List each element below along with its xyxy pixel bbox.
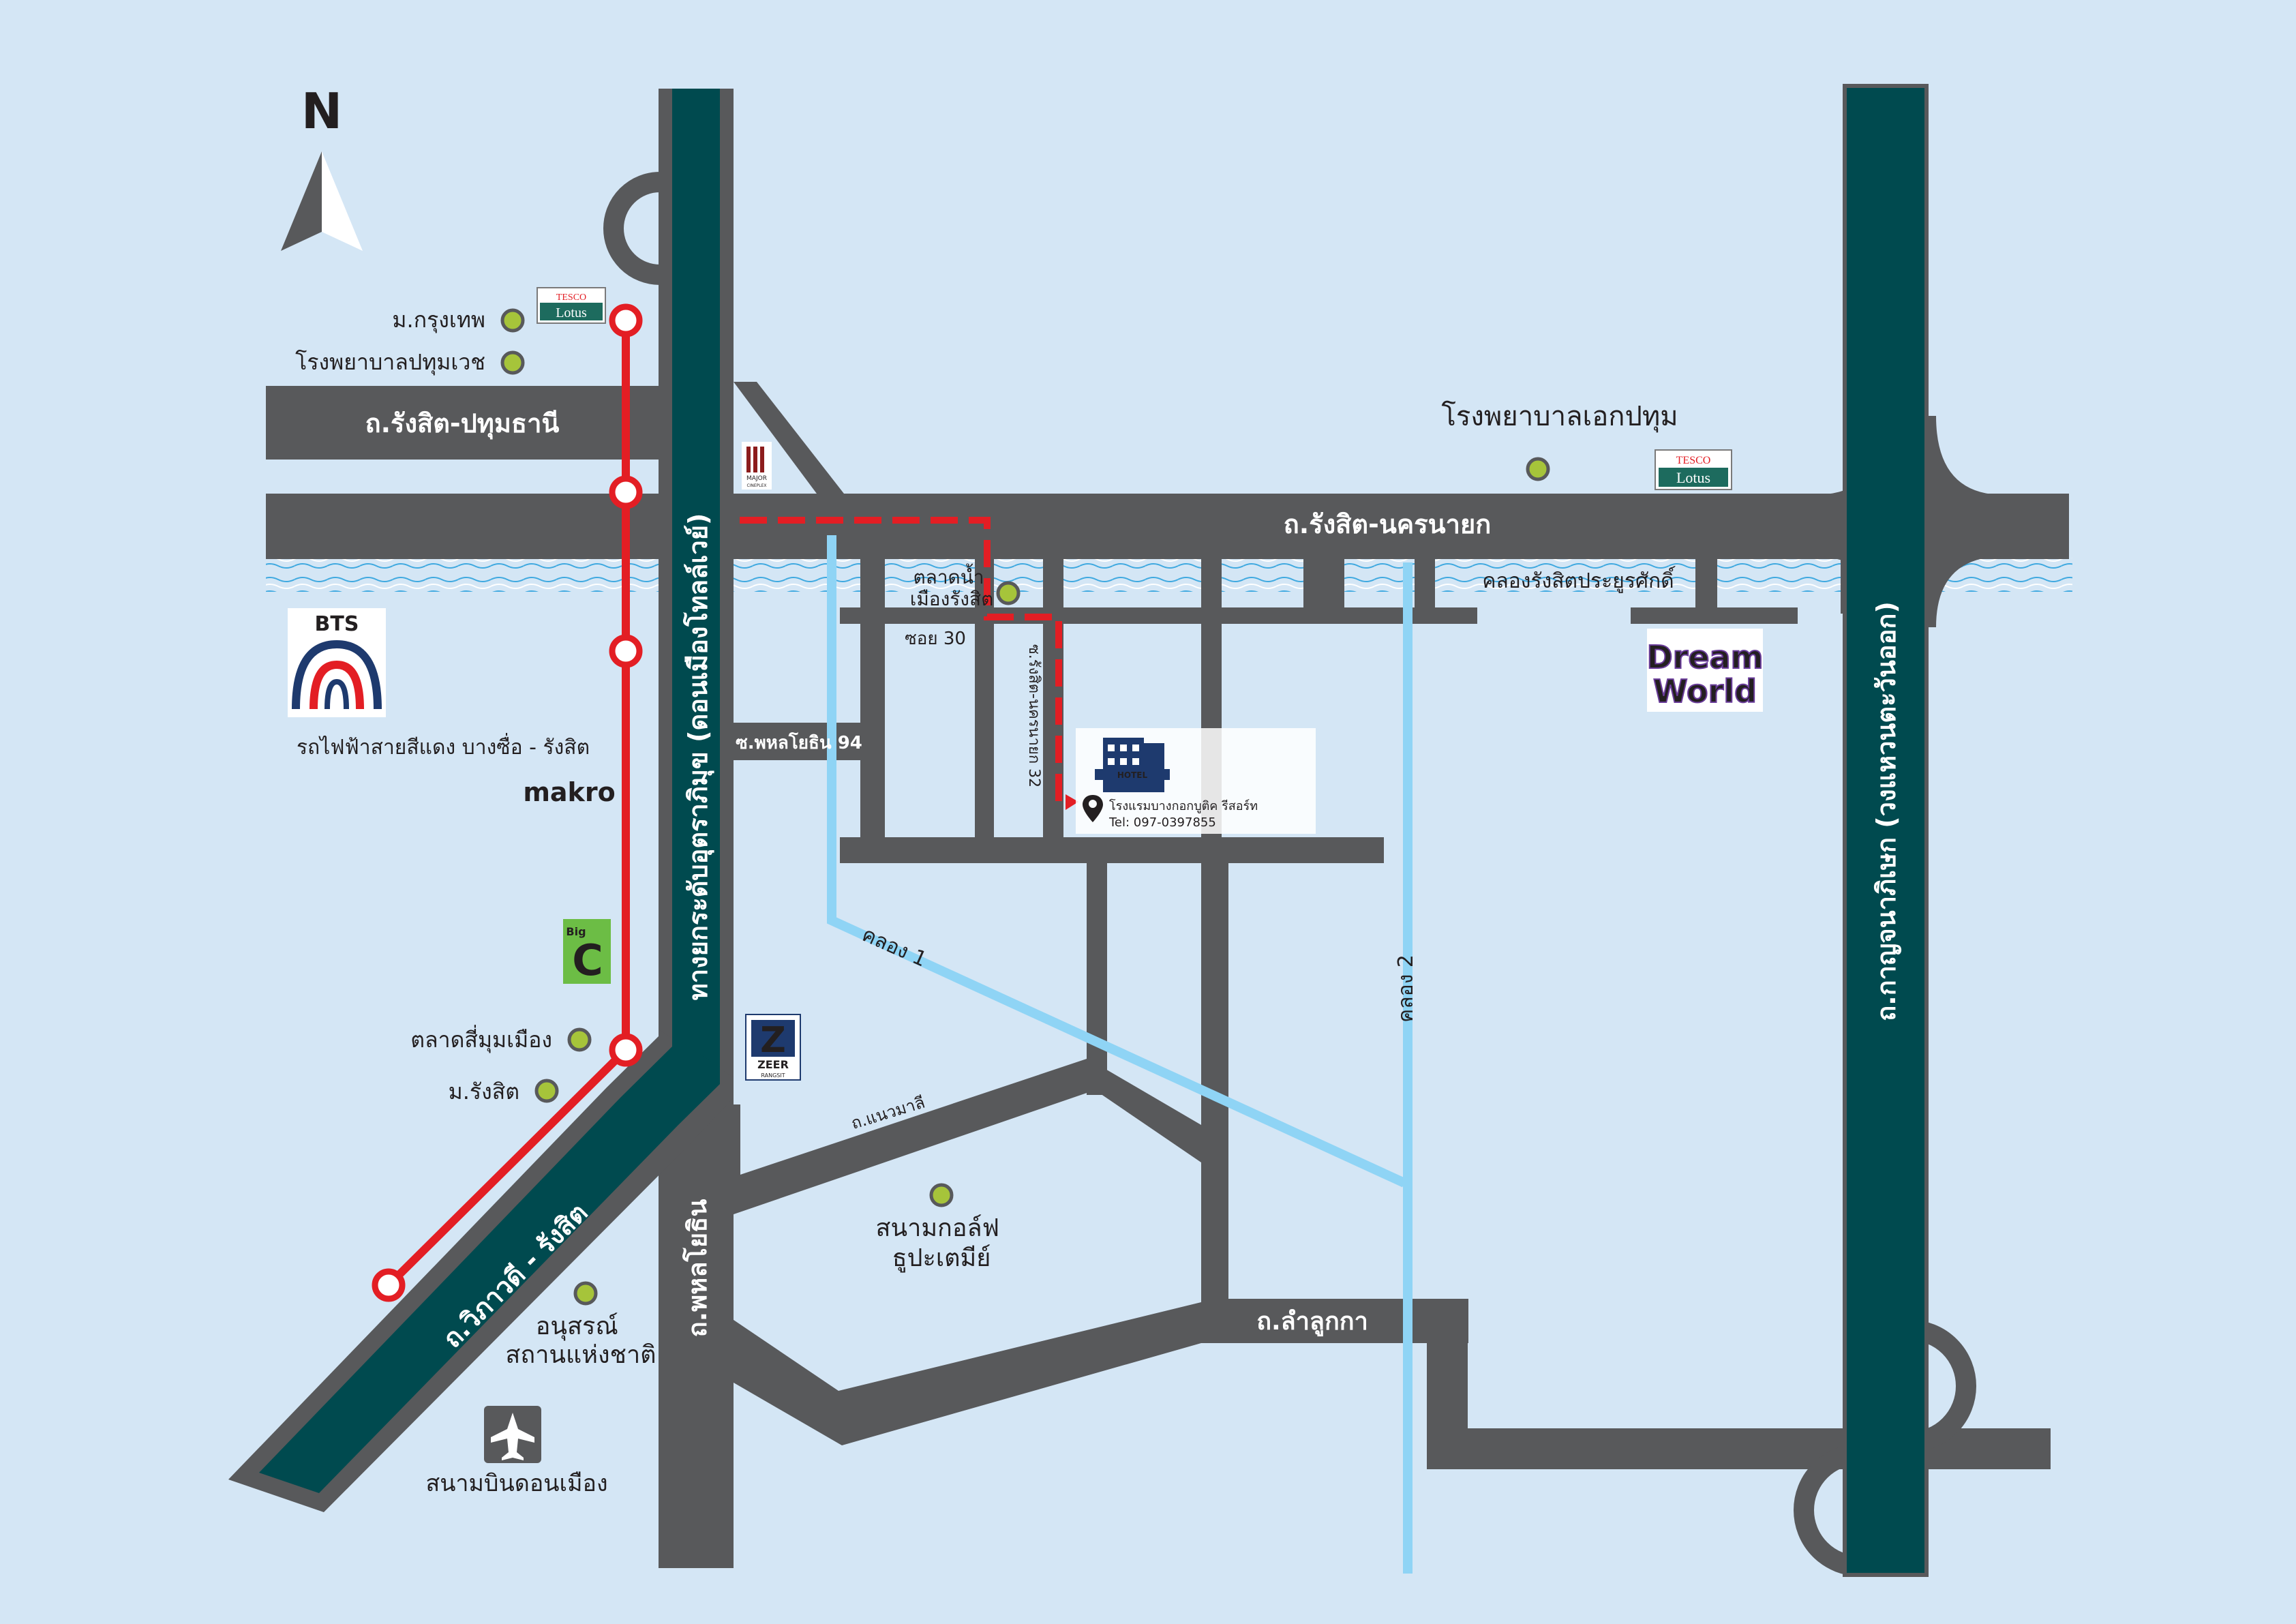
- svg-text:TESCO: TESCO: [1676, 455, 1711, 466]
- svg-text:MAJOR: MAJOR: [746, 475, 767, 482]
- tesco-lotus-logo-2: TESCO Lotus: [1655, 449, 1732, 490]
- road-soi-phahon94: [723, 723, 876, 760]
- road-rangsit-pathum: [266, 386, 661, 460]
- road-bottom-soi: [840, 837, 1384, 863]
- makro-logo: makro: [523, 777, 615, 807]
- red-line-rail: [372, 303, 643, 1302]
- landmark-dot: [500, 308, 525, 333]
- hotel-tel: Tel: 097-0397855: [1108, 815, 1216, 830]
- bts-logo: BTS: [288, 608, 386, 717]
- landmark-dot: [534, 1079, 559, 1103]
- svg-text:Big: Big: [566, 925, 586, 938]
- svg-text:TESCO: TESCO: [556, 292, 586, 303]
- svg-text:RANGSIT: RANGSIT: [761, 1072, 785, 1079]
- svg-text:BTS: BTS: [315, 612, 359, 636]
- highways: [228, 84, 2004, 1577]
- floating-market-line: เมืองรังสิต: [910, 588, 994, 610]
- label-khlong2: คลอง 2: [1394, 954, 1418, 1023]
- label-expressway: ทางยกระดับอุตราภิมุข (ดอนเมืองโทลล์เวย์): [682, 513, 714, 1001]
- golf-line: สนามกอล์ฟ: [876, 1214, 1000, 1242]
- rail-station: [609, 1033, 643, 1067]
- label-monument: อนุสรณ์ สถานแห่งชาติ: [505, 1312, 656, 1369]
- svg-text:World: World: [1653, 673, 1757, 710]
- north-label: N: [301, 82, 342, 140]
- hotel-sign-text: HOTEL: [1117, 770, 1148, 780]
- label-simummuang: ตลาดสี่มุมเมือง: [410, 1025, 552, 1053]
- road-lamlukka: [1201, 1299, 1468, 1343]
- label-soi30: ซอย 30: [905, 629, 966, 649]
- landmark-dot: [500, 350, 525, 375]
- landmark-dot: [996, 581, 1021, 605]
- label-golf: สนามกอล์ฟ ธูปะเตมีย์: [876, 1214, 1008, 1273]
- map-pin-icon: [1083, 795, 1103, 822]
- label-ek-pathum: โรงพยาบาลเอกปทุม: [1441, 401, 1678, 433]
- svg-text:makro: makro: [523, 777, 615, 807]
- landmark-dots: [500, 308, 1550, 1306]
- label-phahonyothin: ถ.พหลโยธิน: [682, 1199, 712, 1338]
- label-soi-rangsit32: ซ.รังสิต-นครนายก 32: [1025, 644, 1042, 787]
- label-floating-market: ตลาดน้ำ เมืองรังสิต: [910, 563, 994, 610]
- bigc-logo: Big C: [563, 919, 611, 985]
- svg-text:Z: Z: [760, 1020, 786, 1061]
- label-kanchanaphisek: ถ.กาญจนาภิเษก (วงแหวนตะวันออก): [1871, 601, 1901, 1021]
- rail-station: [372, 1268, 406, 1302]
- svg-text:Dream: Dream: [1646, 639, 1763, 676]
- label-rangsit-nakhonnayok: ถ.รังสิต-นครนายก: [1284, 509, 1491, 539]
- hotel-building-icon: HOTEL: [1095, 738, 1170, 792]
- canals: [827, 535, 1413, 1574]
- svg-text:C: C: [572, 935, 603, 985]
- label-bangkok-univ: ม.กรุงเทพ: [392, 307, 485, 333]
- svg-text:ZEER: ZEER: [757, 1058, 789, 1071]
- route-to-hotel: [740, 517, 1070, 805]
- label-soi-phahon94: ซ.พหลโยธิน 94: [736, 732, 862, 753]
- airplane-icon: [484, 1406, 541, 1463]
- road-rangsit-nakhonnayok: [266, 494, 2069, 559]
- landmark-dot: [929, 1183, 954, 1207]
- rangsit-canal: [266, 558, 2072, 592]
- label-airport: สนามบินดอนเมือง: [425, 1470, 607, 1497]
- monument-line: อนุสรณ์: [536, 1312, 618, 1341]
- rail-station: [609, 475, 643, 509]
- label-pathumvej: โรงพยาบาลปทุมเวช: [295, 349, 485, 376]
- label-rangsit-univ: ม.รังสิต: [449, 1079, 519, 1104]
- svg-text:Lotus: Lotus: [1676, 469, 1710, 486]
- label-rangsit-canal: คลองรังสิตประยูรศักดิ์: [1482, 566, 1676, 593]
- svg-text:CINEPLEX: CINEPLEX: [746, 483, 766, 488]
- rail-station: [609, 634, 643, 668]
- road-soi30: [840, 607, 1477, 624]
- floating-market-line: ตลาดน้ำ: [913, 563, 984, 588]
- landmark-dot: [573, 1281, 598, 1306]
- landmark-dot: [567, 1027, 592, 1052]
- hotel-name: โรงแรมบางกอกบูติค รีสอร์ท: [1109, 798, 1258, 813]
- route-arrow-icon: [1066, 794, 1078, 810]
- rail-station: [609, 303, 643, 337]
- label-rangsit-pathum: ถ.รังสิต-ปทุมธานี: [365, 408, 560, 440]
- label-bts-caption: รถไฟฟ้าสายสีแดง บางซื่อ - รังสิต: [297, 733, 590, 760]
- road-network: [266, 382, 2069, 1568]
- dark-labels: ซอย 30 ซ.รังสิต-นครนายก 32 ถ.แนวมาลี คลอ…: [295, 307, 1678, 1497]
- label-lamlukka: ถ.ลำลูกกา: [1256, 1308, 1368, 1337]
- major-cineplex-logo: MAJOR CINEPLEX: [742, 442, 772, 490]
- tesco-lotus-logo-1: TESCO Lotus: [537, 287, 606, 324]
- dream-world-logo: Dream World: [1646, 629, 1764, 712]
- hotel-card[interactable]: HOTEL โรงแรมบางกอกบูติค รีสอร์ท Tel: 097…: [1076, 728, 1316, 834]
- golf-line: ธูปะเตมีย์: [892, 1244, 991, 1273]
- north-arrow-icon: N: [281, 82, 363, 251]
- khlong-1-line: [827, 535, 1406, 1188]
- landmark-dot: [1526, 457, 1550, 481]
- zeer-rangsit-logo: Z ZEER RANGSIT: [745, 1014, 801, 1081]
- svg-text:Lotus: Lotus: [556, 305, 587, 320]
- monument-line: สถานแห่งชาติ: [505, 1341, 656, 1369]
